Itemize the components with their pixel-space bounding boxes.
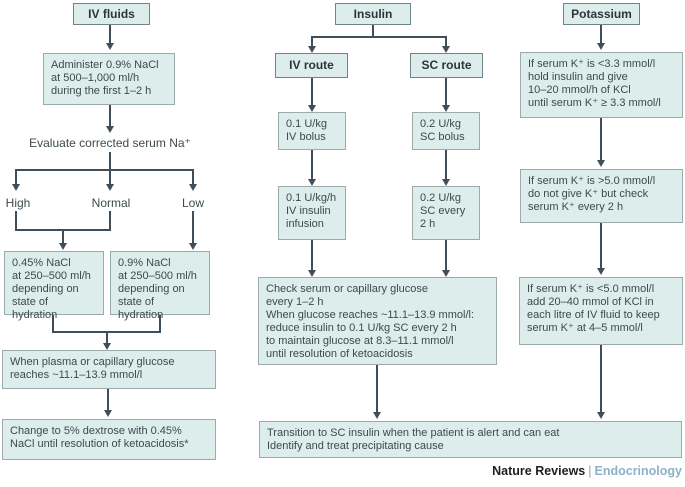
flow-line <box>600 25 602 43</box>
arrowhead-icon <box>442 270 450 277</box>
transition-box: Transition to SC insulin when the patien… <box>259 421 682 458</box>
journal-separator: | <box>588 464 592 478</box>
flow-line <box>311 240 313 270</box>
flow-line <box>311 78 313 105</box>
arrowhead-icon <box>308 270 316 277</box>
arrowhead-icon <box>59 243 67 250</box>
flow-line <box>192 211 194 243</box>
flow-line <box>109 105 111 126</box>
arrowhead-icon <box>373 412 381 419</box>
arrowhead-icon <box>308 46 316 53</box>
arrowhead-icon <box>189 184 197 191</box>
arrowhead-icon <box>189 243 197 250</box>
arrowhead-icon <box>308 179 316 186</box>
potassium-mid-box: If serum K⁺ is <5.0 mmol/l add 20–40 mmo… <box>519 277 683 345</box>
iv-bolus-box: 0.1 U/kg IV bolus <box>278 112 346 150</box>
journal-name: Nature Reviews <box>492 464 586 478</box>
branch-low-label: Low <box>181 196 205 210</box>
arrowhead-icon <box>106 126 114 133</box>
arrowhead-icon <box>106 43 114 50</box>
check-glucose-box: Check serum or capillary glucose every 1… <box>258 277 497 365</box>
flow-line <box>600 223 602 268</box>
arrowhead-icon <box>104 410 112 417</box>
administer-nacl-box: Administer 0.9% NaCl at 500–1,000 ml/h d… <box>43 53 175 105</box>
flow-line <box>311 36 313 46</box>
branch-normal-label: Normal <box>91 196 131 210</box>
flow-line <box>106 331 108 343</box>
arrowhead-icon <box>12 184 20 191</box>
flow-line <box>62 229 64 243</box>
flow-line <box>445 36 447 46</box>
arrowhead-icon <box>103 343 111 350</box>
flow-line <box>109 25 111 43</box>
arrowhead-icon <box>597 160 605 167</box>
when-glucose-box: When plasma or capillary glucose reaches… <box>2 350 216 389</box>
branch-high-label: High <box>5 196 31 210</box>
flow-line <box>445 78 447 105</box>
sc-repeat-box: 0.2 U/kg SC every 2 h <box>412 186 480 240</box>
arrowhead-icon <box>442 179 450 186</box>
arrowhead-icon <box>308 105 316 112</box>
sc-bolus-box: 0.2 U/kg SC bolus <box>412 112 480 150</box>
flow-line <box>52 315 54 333</box>
arrowhead-icon <box>597 43 605 50</box>
evaluate-serum-na-label: Evaluate corrected serum Na⁺ <box>29 136 191 150</box>
flow-line <box>15 211 17 231</box>
flow-line <box>109 152 111 170</box>
iv-infusion-box: 0.1 U/kg/h IV insulin infusion <box>278 186 346 240</box>
arrowhead-icon <box>442 46 450 53</box>
flow-line <box>109 169 111 184</box>
flow-line <box>192 169 194 184</box>
arrowhead-icon <box>597 412 605 419</box>
potassium-header: Potassium <box>563 3 640 25</box>
potassium-low-box: If serum K⁺ is <3.3 mmol/l hold insulin … <box>520 52 683 118</box>
flow-line <box>600 118 602 160</box>
journal-credit: Nature Reviews|Endocrinology <box>492 464 682 478</box>
iv-fluids-header: IV fluids <box>73 3 150 25</box>
arrowhead-icon <box>106 184 114 191</box>
flow-line <box>15 169 194 171</box>
flow-line <box>376 365 378 412</box>
nacl-045-box: 0.45% NaCl at 250–500 ml/h depending on … <box>4 251 104 321</box>
flow-line <box>311 150 313 179</box>
flow-line <box>445 150 447 179</box>
flow-line <box>311 36 447 38</box>
flow-line <box>372 25 374 38</box>
change-dextrose-box: Change to 5% dextrose with 0.45% NaCl un… <box>2 419 216 460</box>
flow-line <box>445 240 447 270</box>
flow-line <box>159 315 161 333</box>
potassium-high-box: If serum K⁺ is >5.0 mmol/l do not give K… <box>520 169 683 223</box>
flow-line <box>107 389 109 410</box>
flow-line <box>109 211 111 231</box>
iv-route-header: IV route <box>275 53 348 78</box>
flow-line <box>15 169 17 184</box>
insulin-header: Insulin <box>335 3 411 25</box>
nacl-09-box: 0.9% NaCl at 250–500 ml/h depending on s… <box>110 251 210 321</box>
arrowhead-icon <box>442 105 450 112</box>
sc-route-header: SC route <box>410 53 483 78</box>
flow-line <box>600 345 602 412</box>
journal-section: Endocrinology <box>594 464 683 478</box>
arrowhead-icon <box>597 268 605 275</box>
